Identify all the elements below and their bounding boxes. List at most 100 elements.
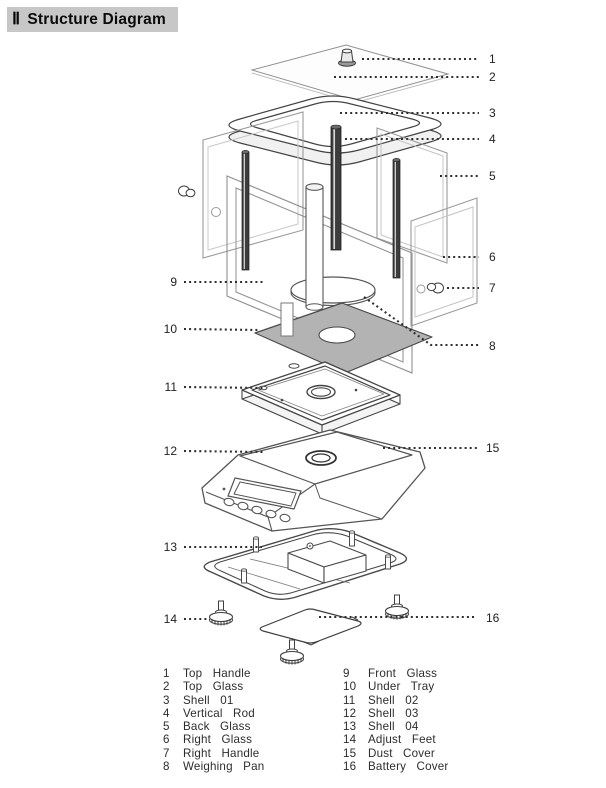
legend-item-9: 9 Front Glass	[343, 667, 448, 680]
legend-item-name: Top Handle	[183, 667, 251, 680]
legend-item-name: Front Glass	[368, 667, 438, 680]
legend-item-number: 16	[343, 760, 357, 774]
legend-item-name: Dust Cover	[368, 746, 435, 760]
legend-item-number: 10	[343, 680, 357, 694]
part-label-9: 9	[170, 275, 177, 289]
adjust-foot-right	[384, 594, 410, 620]
legend-item-12: 12 Shell 03	[343, 707, 448, 720]
legend-item-13: 13 Shell 04	[343, 720, 448, 733]
part-label-3: 3	[489, 106, 496, 120]
part-label-5: 5	[489, 169, 496, 183]
weighing-pan	[290, 276, 376, 307]
part-label-10: 10	[164, 322, 178, 336]
legend-item-name: Under Tray	[368, 680, 435, 694]
legend-item-7: 7 Right Handle	[163, 747, 343, 760]
part-label-15: 15	[486, 441, 500, 455]
legend-item-number: 8	[163, 760, 170, 774]
part-label-4: 4	[489, 132, 496, 146]
legend-item-number: 1	[163, 667, 170, 680]
legend-item-number: 3	[163, 693, 170, 707]
part-label-7: 7	[489, 281, 496, 295]
left-glass-panel	[202, 111, 304, 259]
legend-item-number: 4	[163, 706, 170, 720]
section-numeral: Ⅱ	[12, 10, 21, 28]
part-label-11: 11	[165, 380, 178, 394]
under-tray	[254, 302, 433, 374]
legend-item-name: Top Glass	[183, 680, 244, 694]
leader-line-8	[363, 296, 479, 347]
legend-item-number: 2	[163, 680, 170, 694]
inner-mechanism-box	[287, 540, 367, 584]
legend-item-name: Weighing Pan	[183, 760, 265, 774]
legend-item-1: 1 Top Handle	[163, 667, 343, 680]
part-label-12: 12	[164, 444, 178, 458]
legend-item-number: 11	[343, 693, 356, 707]
legend-item-3: 3 Shell 01	[163, 694, 343, 707]
left-handle-knob	[178, 185, 196, 198]
part-label-6: 6	[489, 250, 496, 264]
leader-line-12	[183, 449, 266, 454]
legend-item-number: 15	[343, 746, 357, 760]
legend-item-number: 13	[343, 720, 357, 734]
legend-item-8: 8 Weighing Pan	[163, 760, 343, 773]
part-label-16: 16	[486, 611, 500, 625]
page-title: Ⅱ Structure Diagram	[7, 7, 178, 32]
legend-item-number: 6	[163, 733, 170, 747]
legend-item-14: 14 Adjust Feet	[343, 733, 448, 746]
part-label-8: 8	[489, 339, 496, 353]
leader-line-10	[183, 327, 259, 332]
legend-item-number: 14	[343, 733, 357, 747]
right-handle-knob	[426, 282, 444, 294]
legend-item-number: 12	[343, 706, 357, 720]
adjust-foot-left	[208, 600, 234, 626]
top-handle	[338, 48, 356, 67]
legend-item-name: Adjust Feet	[368, 733, 436, 747]
section-title-text: Structure Diagram	[27, 11, 166, 28]
part-label-14: 14	[164, 612, 178, 626]
leader-line-11	[183, 385, 264, 390]
part-label-13: 13	[164, 540, 178, 554]
legend-item-name: Battery Cover	[368, 760, 449, 774]
part-label-2: 2	[489, 70, 496, 84]
legend-item-10: 10 Under Tray	[343, 680, 448, 693]
legend-item-5: 5 Back Glass	[163, 720, 343, 733]
legend-item-name: Right Handle	[183, 746, 260, 760]
rear-support-rod	[280, 302, 294, 337]
right-glass	[410, 197, 478, 327]
legend-item-6: 6 Right Glass	[163, 733, 343, 746]
legend-item-name: Shell 01	[183, 693, 234, 707]
part-label-1: 1	[489, 52, 496, 66]
legend-item-number: 7	[163, 746, 170, 760]
adjust-foot-bottom	[279, 639, 305, 665]
vertical-rod-left	[241, 150, 250, 271]
legend-item-name: Right Glass	[183, 733, 253, 747]
shell-02	[241, 361, 401, 435]
legend-item-name: Shell 03	[368, 706, 419, 720]
shell-03-body	[201, 429, 426, 532]
legend-item-2: 2 Top Glass	[163, 680, 343, 693]
legend-item-15: 15 Dust Cover	[343, 747, 448, 760]
legend-item-11: 11 Shell 02	[343, 694, 448, 707]
front-glass	[226, 175, 413, 374]
adjust-feet	[208, 594, 410, 665]
legend-item-number: 5	[163, 720, 170, 734]
mount-posts	[241, 530, 391, 584]
pan-support-cylinder	[305, 183, 324, 311]
legend-item-name: Shell 02	[368, 693, 419, 707]
legend-item-16: 16 Battery Cover	[343, 760, 448, 773]
legend-item-name: Back Glass	[183, 720, 251, 734]
legend-item-number: 9	[343, 667, 350, 680]
vertical-rod-right	[392, 158, 401, 279]
keypad-buttons	[223, 497, 291, 523]
vertical-rod	[330, 124, 342, 251]
battery-cover	[259, 608, 362, 646]
legend-item-name: Shell 04	[368, 720, 419, 734]
shell-04	[203, 528, 408, 600]
